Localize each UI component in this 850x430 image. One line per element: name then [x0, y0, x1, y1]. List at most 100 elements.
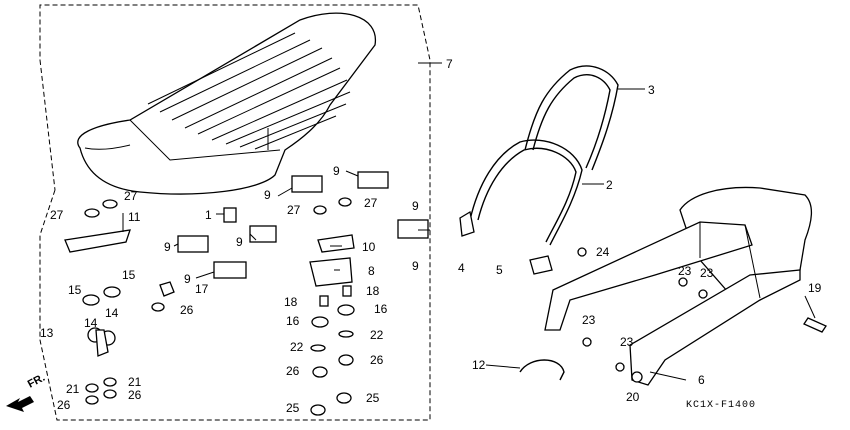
rubber-block	[249, 225, 277, 243]
seat-bracket	[64, 229, 131, 253]
rubber-block	[357, 171, 389, 189]
seat-catch-plate	[317, 234, 355, 253]
pin	[319, 295, 329, 307]
callout-15: 15	[122, 268, 136, 282]
washer	[102, 199, 118, 209]
callout-23: 23	[678, 264, 692, 278]
rubber-cushion	[82, 294, 100, 306]
callout-22: 22	[290, 340, 304, 354]
rubber-block	[213, 261, 247, 279]
callout-4: 4	[458, 261, 465, 275]
callout-17: 17	[195, 282, 209, 296]
callout-5: 5	[496, 263, 503, 277]
callout-9: 9	[164, 240, 171, 254]
nut	[103, 389, 117, 399]
callout-9: 9	[412, 259, 419, 273]
pin	[342, 285, 352, 297]
callout-22: 22	[370, 328, 384, 342]
callout-23: 23	[620, 335, 634, 349]
callout-27: 27	[50, 208, 64, 222]
nut	[338, 354, 354, 366]
washer	[631, 371, 643, 383]
callout-15: 15	[68, 283, 82, 297]
callout-23: 23	[700, 266, 714, 280]
damper	[95, 329, 109, 357]
wire	[519, 359, 565, 381]
washer	[84, 208, 100, 218]
callout-25: 25	[366, 391, 380, 405]
callout-26: 26	[57, 398, 71, 412]
nut	[151, 302, 165, 312]
callout-9: 9	[236, 235, 243, 249]
callout-26: 26	[370, 353, 384, 367]
callout-1: 1	[205, 208, 212, 222]
callout-16: 16	[374, 302, 388, 316]
callout-27: 27	[287, 203, 301, 217]
cushion	[311, 316, 329, 328]
callout-6: 6	[698, 373, 705, 387]
washer	[338, 197, 352, 207]
nut	[85, 395, 99, 405]
callout-24: 24	[596, 245, 610, 259]
hook	[459, 210, 475, 237]
screw	[577, 247, 587, 257]
callout-3: 3	[648, 83, 655, 97]
callout-2: 2	[606, 178, 613, 192]
clip	[159, 281, 175, 297]
nut	[336, 392, 352, 404]
washer	[313, 205, 327, 215]
callout-9: 9	[333, 164, 340, 178]
callout-20: 20	[626, 390, 640, 404]
assembly-boundary	[39, 4, 431, 421]
rubber-block	[177, 235, 209, 253]
rubber-cushion	[103, 286, 121, 298]
cushion	[337, 304, 355, 316]
callout-12: 12	[472, 358, 486, 372]
callout-14: 14	[105, 306, 119, 320]
grab-rail-upper	[524, 65, 619, 171]
bolt	[698, 289, 708, 299]
nut	[310, 404, 326, 416]
callout-16: 16	[286, 314, 300, 328]
seat-lock	[309, 257, 353, 287]
bolt	[803, 317, 827, 333]
callout-21: 21	[128, 375, 142, 389]
callout-26: 26	[180, 303, 194, 317]
washer	[103, 377, 117, 387]
callout-25: 25	[286, 401, 300, 415]
washer	[310, 344, 326, 352]
callout-18: 18	[366, 284, 380, 298]
callout-8: 8	[368, 264, 375, 278]
callout-10: 10	[362, 240, 376, 254]
washer	[338, 330, 354, 338]
callout-26: 26	[128, 388, 142, 402]
bolt	[582, 337, 592, 347]
rubber-block	[291, 175, 323, 193]
callout-13: 13	[40, 326, 54, 340]
rubber-block	[397, 219, 429, 239]
rear-carrier	[544, 186, 813, 386]
nut	[312, 366, 328, 378]
direction-label: FR.	[26, 372, 47, 391]
bushing	[223, 207, 237, 223]
bolt	[678, 277, 688, 287]
callout-11: 11	[128, 210, 141, 224]
leader-lines	[122, 62, 816, 381]
boundary-edge	[39, 59, 56, 191]
callout-9: 9	[264, 188, 271, 202]
grab-rail-lower	[469, 139, 583, 246]
seat	[77, 12, 376, 195]
front-direction-arrow: FR.	[6, 372, 47, 412]
callout-9: 9	[184, 272, 191, 286]
holder	[529, 255, 553, 275]
callout-23: 23	[582, 313, 596, 327]
callout-27: 27	[124, 189, 138, 203]
washer	[85, 383, 99, 393]
callout-18: 18	[284, 295, 298, 309]
callout-9: 9	[412, 199, 419, 213]
callout-26: 26	[286, 364, 300, 378]
bolt	[615, 362, 625, 372]
callout-14: 14	[84, 316, 98, 330]
